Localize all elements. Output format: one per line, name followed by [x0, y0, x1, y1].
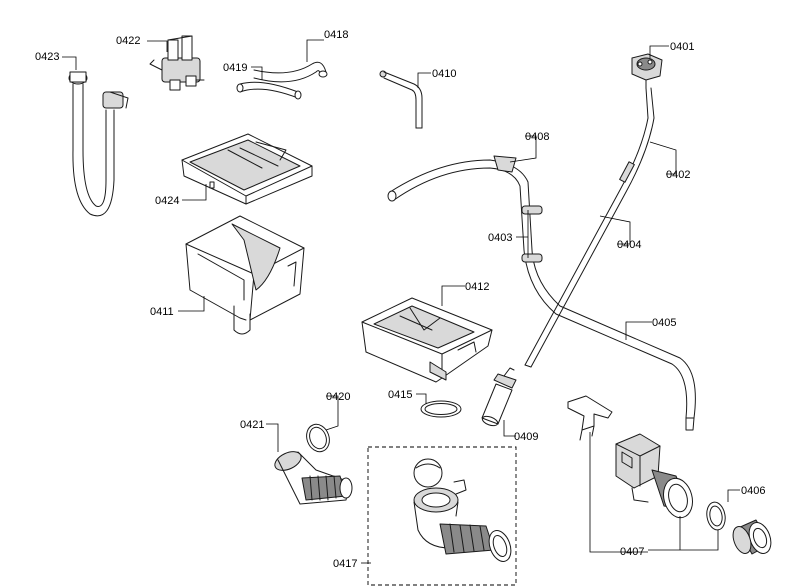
part-0424-dispenser-lid: [181, 133, 313, 205]
part-0406-filter-and-ring: [706, 501, 772, 555]
label-0423: 0423: [35, 51, 59, 63]
label-0411: 0411: [150, 306, 174, 318]
label-0418: 0418: [324, 29, 348, 41]
label-0410: 0410: [432, 68, 456, 80]
part-0421-bellows-hose: [274, 451, 353, 505]
part-0412-detergent-drawer: [361, 297, 493, 383]
label-0409: 0409: [514, 431, 538, 443]
label-0404: 0404: [617, 239, 641, 251]
label-0401: 0401: [670, 41, 694, 53]
part-0422-inlet-valve: [149, 35, 205, 91]
label-0403: 0403: [488, 232, 512, 244]
part-0409-cap: [481, 367, 517, 427]
label-0407: 0407: [620, 546, 644, 558]
part-0402-0404-pressure-tube: [524, 87, 655, 368]
part-0407-drain-pump: [567, 395, 693, 519]
label-0424: 0424: [155, 195, 179, 207]
part-0423-inlet-hose: [68, 71, 129, 217]
part-0401-pressure-switch: [631, 53, 663, 89]
label-0412: 0412: [465, 281, 489, 293]
label-0405: 0405: [652, 317, 676, 329]
part-0417-sump-box: [367, 446, 517, 586]
part-0411-dispenser-housing: [185, 215, 305, 335]
label-0408: 0408: [525, 131, 549, 143]
part-0420-seal: [306, 423, 330, 453]
label-0421: 0421: [240, 419, 264, 431]
part-0410-elbow-pipe: [379, 70, 423, 129]
label-0417: 0417: [333, 558, 357, 570]
label-0415: 0415: [388, 389, 412, 401]
label-0402: 0402: [666, 169, 690, 181]
label-0422: 0422: [116, 35, 140, 47]
part-0418-hose: [253, 61, 328, 83]
part-0408-0405-hoses: [387, 155, 696, 431]
label-0406: 0406: [741, 485, 765, 497]
part-0415-seal-ring: [420, 400, 462, 418]
leader-lines: [62, 39, 740, 564]
part-0419-hose: [236, 81, 302, 100]
label-0419: 0419: [223, 62, 247, 74]
label-0420: 0420: [326, 391, 350, 403]
